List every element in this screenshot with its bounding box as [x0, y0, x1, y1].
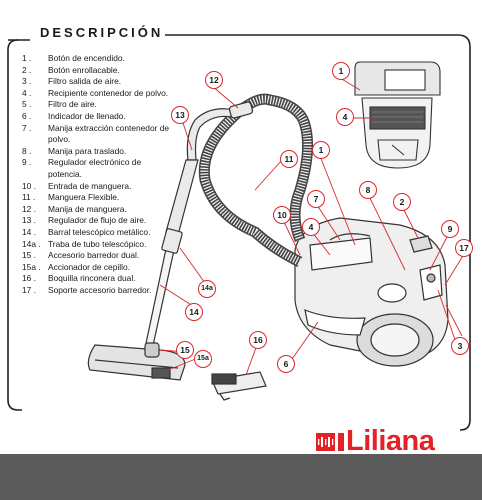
dust-container-illustration — [354, 61, 441, 169]
crevice-tool-illustration — [211, 371, 267, 401]
legend-item: 1 .Botón de encendido. — [22, 53, 125, 63]
legend-item: 13 .Regulador de flujo de aire. — [22, 215, 147, 226]
brand-logo: Liliana — [316, 425, 435, 458]
legend-item: 9 .Regulador electrónico de potencia. — [22, 157, 142, 179]
legend-item: 15a .Accionador de cepillo. — [22, 261, 130, 272]
callout-15: 15 — [176, 341, 194, 359]
legend-item: 14a .Traba de tubo telescópico. — [22, 238, 147, 249]
callout-6: 6 — [277, 355, 295, 373]
legend-item: 16 .Boquilla rinconera dual. — [22, 273, 136, 284]
leader-lines — [159, 77, 465, 376]
legend-item: 14 .Barral telescópico metálico. — [22, 226, 151, 237]
callout-14a: 14a — [198, 280, 216, 298]
legend-item: 12 .Manija de manguera. — [22, 203, 127, 214]
callout-5: 1 — [332, 62, 350, 80]
callout-7: 7 — [307, 190, 325, 208]
callout-15a: 15a — [194, 350, 212, 368]
callout-17: 17 — [455, 239, 473, 257]
callout-9: 9 — [441, 220, 459, 238]
callout-14: 14 — [185, 303, 203, 321]
legend-item: 2 .Botón enrollacable. — [22, 64, 120, 75]
legend-item: 17 .Soporte accesorio barredor. — [22, 284, 152, 295]
callout-4: 4 — [336, 108, 354, 126]
brand-name: Liliana — [346, 425, 435, 457]
floor-brush-illustration — [87, 342, 186, 381]
parts-legend: 1 .Botón de encendido. 2 .Botón enrollac… — [22, 53, 172, 296]
legend-item: 11 .Manguera Flexible. — [22, 192, 120, 203]
callout-16: 16 — [249, 331, 267, 349]
hose-illustration — [198, 93, 314, 267]
callout-11: 11 — [280, 150, 298, 168]
logo-mark-icon — [316, 432, 344, 451]
callout-10: 10 — [273, 206, 291, 224]
callout-8: 8 — [359, 181, 377, 199]
footer-bar — [0, 454, 482, 500]
legend-item: 15 .Accesorio barredor dual. — [22, 250, 140, 261]
callout-2: 2 — [393, 193, 411, 211]
legend-item: 7 .Manija extracción contenedor de polvo… — [22, 122, 170, 145]
legend-item: 3 .Filtro salida de aire. — [22, 76, 122, 87]
callout-12: 12 — [205, 71, 223, 89]
legend-item: 5 .Filtro de aire. — [22, 99, 97, 110]
callout-13: 13 — [171, 106, 189, 124]
callout-1: 1 — [312, 141, 330, 159]
legend-item: 8 .Manija para traslado. — [22, 145, 127, 156]
callout-3: 3 — [451, 337, 469, 355]
legend-item: 6 .Indicador de llenado. — [22, 110, 126, 121]
callout-4b: 4 — [302, 218, 320, 236]
legend-item: 10 .Entrada de manguera. — [22, 180, 132, 191]
legend-item: 4 .Recipiente contenedor de polvo. — [22, 87, 169, 98]
page-title: DESCRIPCIÓN — [40, 25, 164, 40]
wand-illustration — [144, 101, 254, 351]
vacuum-body-illustration — [294, 217, 449, 367]
